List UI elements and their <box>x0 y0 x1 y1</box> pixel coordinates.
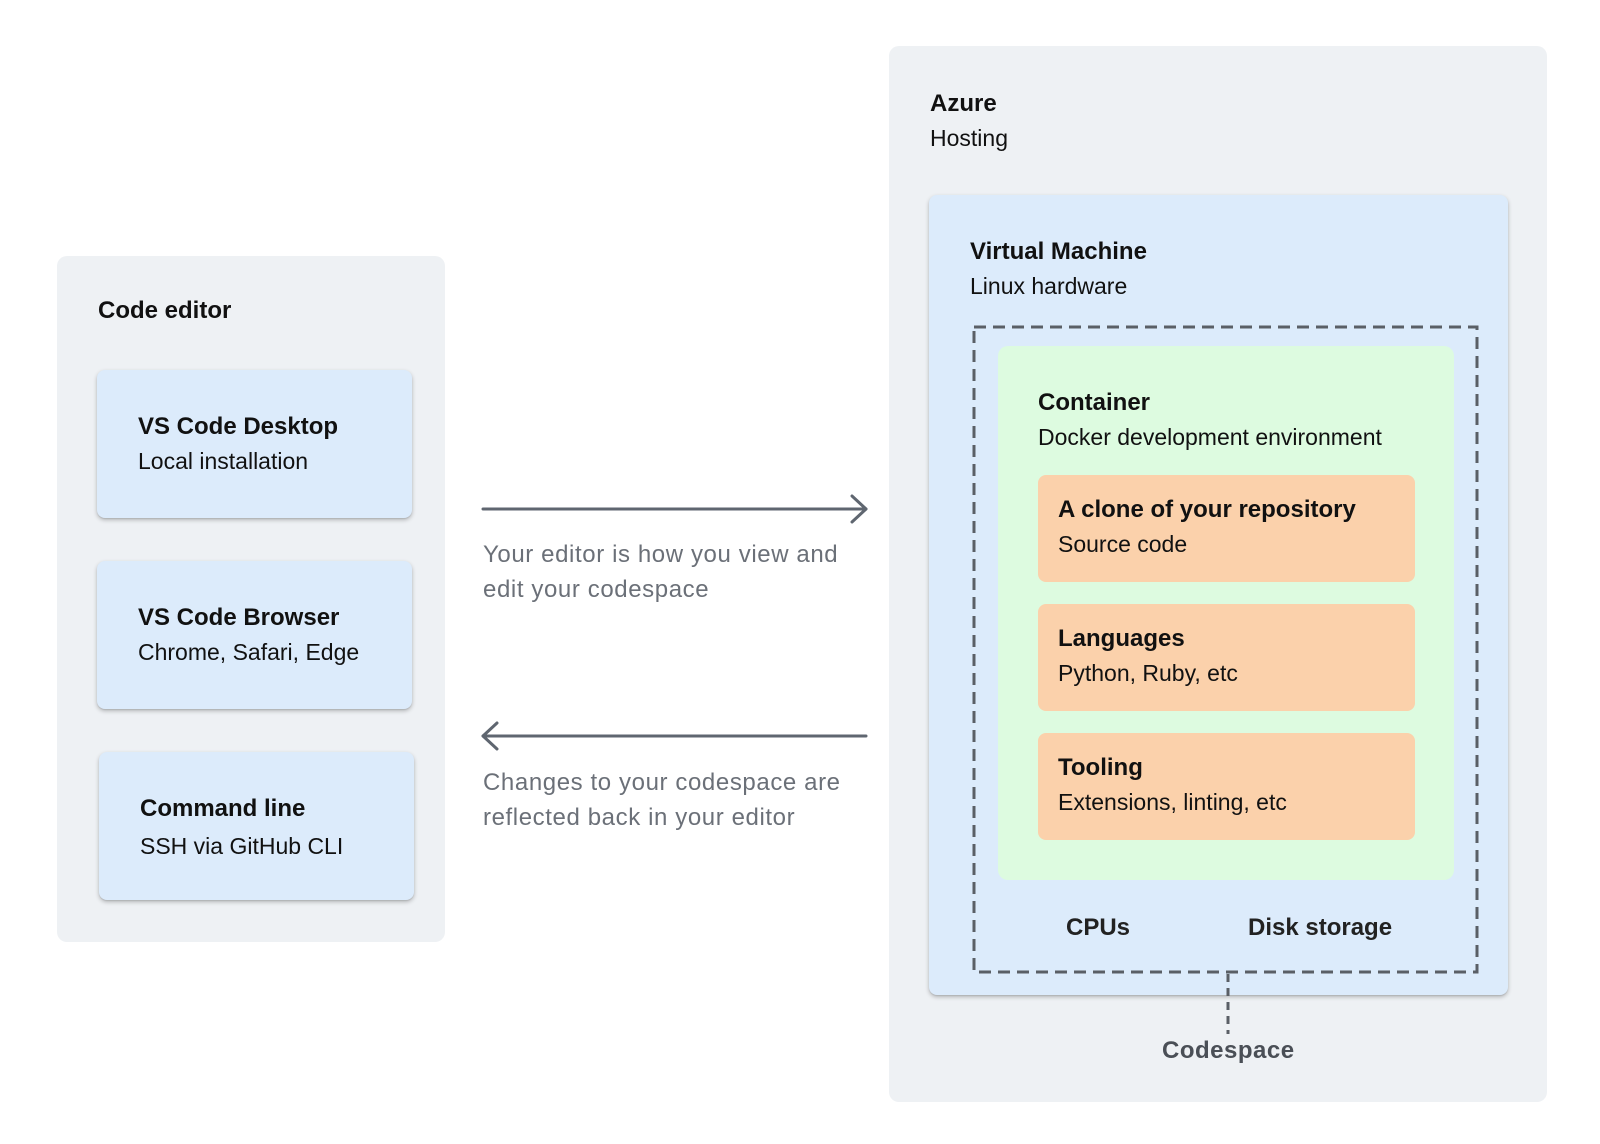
languages-card: Languages Python, Ruby, etc <box>1038 604 1415 711</box>
languages-title: Languages <box>1058 625 1185 652</box>
editor-to-codespace-text: Your editor is how you view and edit you… <box>483 541 839 603</box>
repository-clone-card: A clone of your repository Source code <box>1038 475 1415 582</box>
code-editor-title: Code editor <box>98 297 232 324</box>
editor-to-codespace-caption: Your editor is how you view and edit you… <box>483 537 838 607</box>
tooling-title: Tooling <box>1058 754 1143 781</box>
languages-subtitle: Python, Ruby, etc <box>1058 660 1238 686</box>
virtual-machine-title: Virtual Machine <box>970 238 1147 265</box>
vs-code-browser-title: VS Code Browser <box>138 604 340 631</box>
command-line-title: Command line <box>140 795 306 822</box>
vs-code-browser-subtitle: Chrome, Safari, Edge <box>138 639 360 665</box>
codespace-to-editor-caption: Changes to your codespace are reflected … <box>483 765 841 835</box>
virtual-machine-subtitle: Linux hardware <box>970 273 1128 299</box>
azure-subtitle: Hosting <box>930 125 1008 151</box>
codespace-label: Codespace <box>1162 1037 1295 1064</box>
tooling-subtitle: Extensions, linting, etc <box>1058 789 1287 815</box>
codespace-to-editor-text: Changes to your codespace are reflected … <box>483 769 841 831</box>
repository-clone-subtitle: Source code <box>1058 531 1188 557</box>
azure-title: Azure <box>930 90 997 117</box>
vs-code-desktop-card: VS Code Desktop Local installation <box>97 370 412 518</box>
arrow-left-icon <box>481 721 868 751</box>
cpus-label: CPUs <box>1066 914 1131 941</box>
tooling-card: Tooling Extensions, linting, etc <box>1038 733 1415 840</box>
container-title: Container <box>1038 389 1151 416</box>
disk-storage-label: Disk storage <box>1248 914 1393 941</box>
command-line-subtitle: SSH via GitHub CLI <box>140 833 344 859</box>
command-line-card: Command line SSH via GitHub CLI <box>99 752 414 900</box>
vs-code-desktop-title: VS Code Desktop <box>138 413 339 440</box>
repository-clone-title: A clone of your repository <box>1058 496 1356 523</box>
container-subtitle: Docker development environment <box>1038 424 1382 450</box>
codespace-dashed-border <box>972 325 1479 974</box>
vs-code-desktop-subtitle: Local installation <box>138 448 309 474</box>
arrow-right-icon <box>481 494 868 524</box>
vs-code-browser-card: VS Code Browser Chrome, Safari, Edge <box>97 561 412 709</box>
